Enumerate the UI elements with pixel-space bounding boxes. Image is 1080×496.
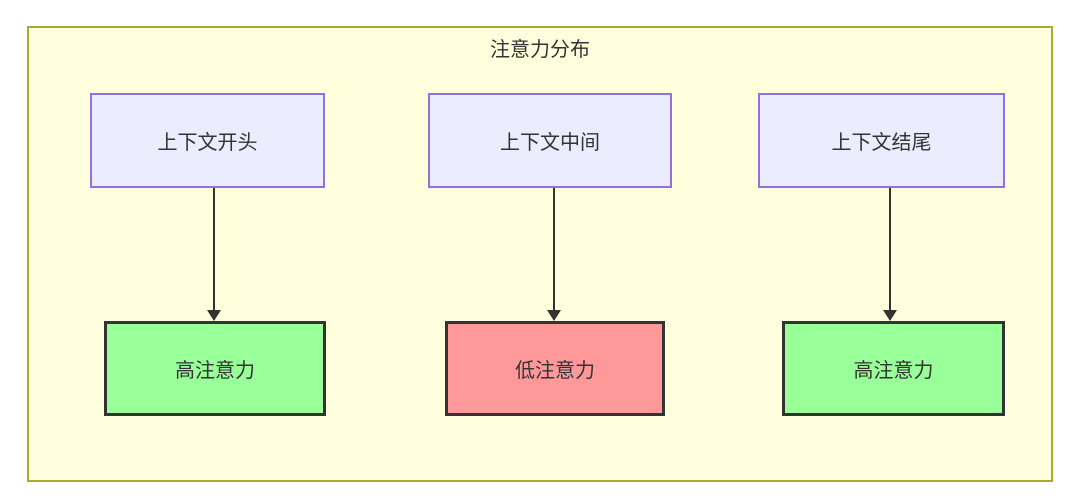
node-label: 高注意力 (175, 358, 255, 382)
node-context-start: 上下文开头 (90, 93, 325, 188)
node-label: 上下文中间 (500, 130, 600, 154)
arrow-down-icon (213, 188, 215, 310)
node-context-middle: 上下文中间 (428, 93, 672, 188)
node-label: 上下文结尾 (831, 130, 932, 154)
node-high-attention-2: 高注意力 (782, 321, 1005, 416)
diagram-title: 注意力分布 (490, 37, 590, 61)
arrow-down-icon (889, 188, 891, 310)
node-label: 高注意力 (853, 358, 934, 382)
arrow-down-icon (553, 188, 555, 310)
node-high-attention-1: 高注意力 (104, 321, 326, 416)
node-label: 低注意力 (515, 358, 595, 382)
node-context-end: 上下文结尾 (758, 93, 1005, 188)
node-low-attention: 低注意力 (445, 321, 665, 416)
node-label: 上下文开头 (157, 130, 258, 154)
